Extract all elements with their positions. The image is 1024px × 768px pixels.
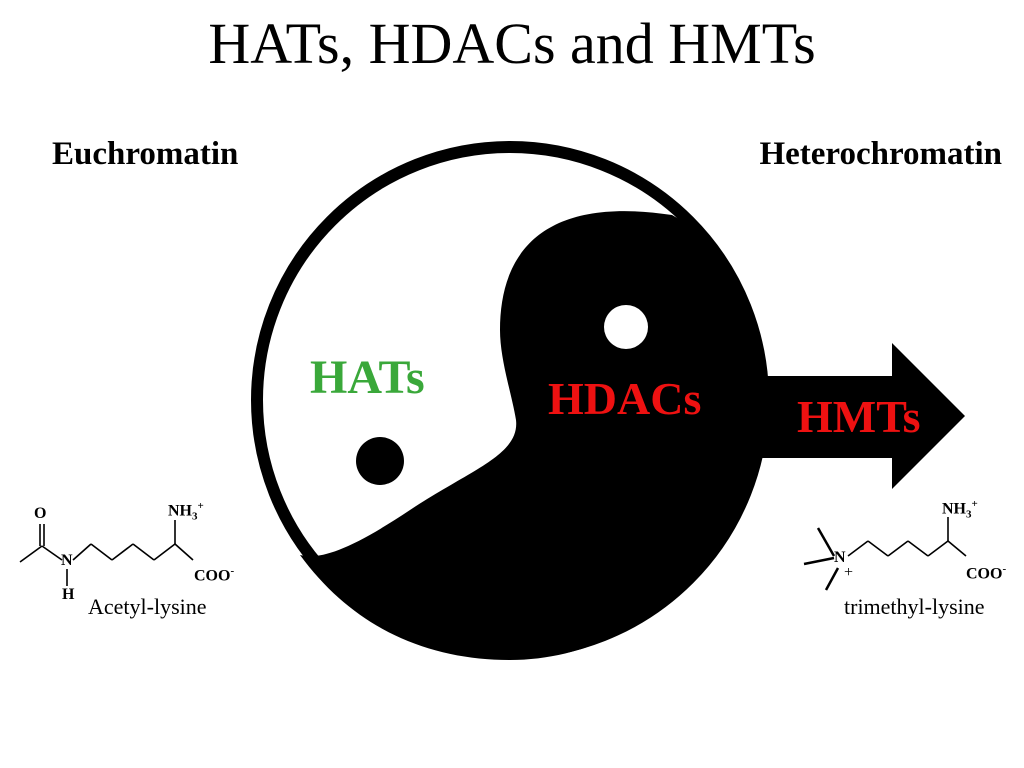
acetyl-hydrogen-atom: H [62, 586, 75, 603]
white-dot [604, 305, 648, 349]
slide-title: HATs, HDACs and HMTs [208, 11, 816, 76]
black-dot [356, 437, 404, 485]
trimethyl-lysine-structure [803, 517, 967, 591]
acetyl-lysine-caption: Acetyl-lysine [88, 594, 207, 619]
acetyl-oxygen-atom: O [34, 505, 47, 522]
yin-yang-symbol [251, 141, 769, 661]
hdacs-label: HDACs [548, 373, 702, 424]
trimethyl-lysine-caption: trimethyl-lysine [844, 594, 985, 619]
hats-label: HATs [310, 351, 425, 404]
acetyl-carboxylate-group: COO- [194, 565, 235, 585]
heterochromatin-label: Heterochromatin [759, 136, 1002, 172]
yin-yang-outer-ring [251, 141, 769, 659]
trimethyl-nitrogen-atom: N [834, 549, 846, 566]
yin-yang-black-half [300, 211, 768, 661]
trimethyl-carboxylate-group: COO- [966, 563, 1007, 583]
acetyl-nitrogen-atom: N [61, 552, 73, 569]
hmts-arrow [740, 343, 965, 489]
acetyl-lysine-structure [19, 520, 194, 586]
acetyl-amine-group: NH3+ [168, 500, 204, 523]
euchromatin-label: Euchromatin [52, 136, 239, 172]
trimethyl-amine-group: NH3+ [942, 498, 978, 521]
hmts-label: HMTs [797, 391, 921, 442]
trimethyl-nitrogen-charge: + [844, 564, 854, 581]
